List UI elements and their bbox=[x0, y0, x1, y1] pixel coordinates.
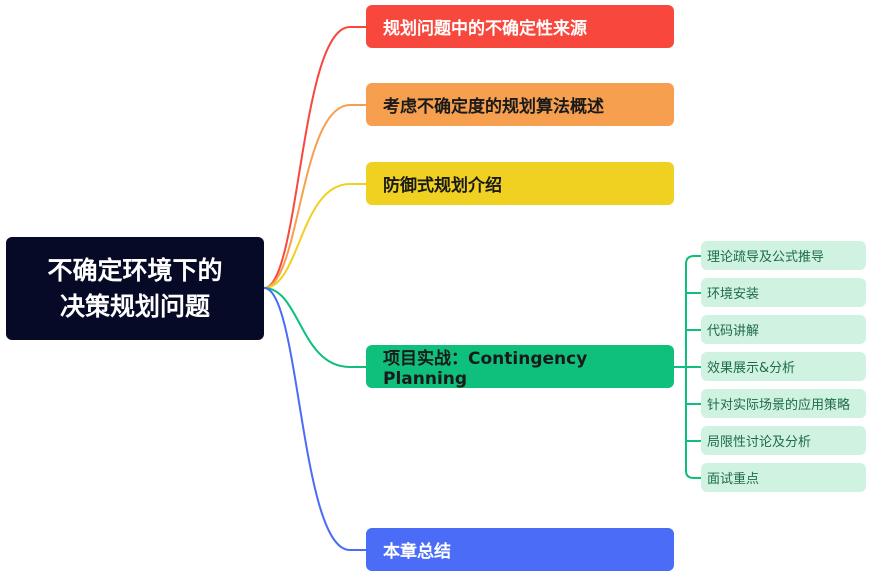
root-node[interactable]: 不确定环境下的 决策规划问题 bbox=[6, 237, 264, 340]
subitem-label: 环境安装 bbox=[707, 287, 760, 302]
connector-branch-5 bbox=[263, 287, 366, 551]
branch-label: 项目实战：Contingency Planning bbox=[383, 349, 588, 389]
connector-branch-4 bbox=[263, 287, 366, 368]
subitem-node[interactable]: 环境安装 bbox=[701, 278, 866, 307]
subitem-node[interactable]: 针对实际场景的应用策略 bbox=[701, 389, 866, 418]
connector-branch-1 bbox=[263, 26, 366, 289]
connector-branch-3 bbox=[263, 183, 366, 289]
subitem-label: 针对实际场景的应用策略 bbox=[707, 398, 851, 413]
root-title-line2: 决策规划问题 bbox=[59, 291, 210, 321]
branch-label: 防御式规划介绍 bbox=[383, 176, 502, 196]
subitem-node[interactable]: 面试重点 bbox=[701, 463, 866, 492]
subitem-label: 面试重点 bbox=[707, 472, 760, 487]
connector-branch-2 bbox=[263, 104, 366, 289]
branch-node-algorithm-overview[interactable]: 考虑不确定度的规划算法概述 bbox=[366, 83, 674, 126]
subitem-node[interactable]: 理论疏导及公式推导 bbox=[701, 241, 866, 270]
subitem-label: 理论疏导及公式推导 bbox=[707, 250, 825, 265]
branch-label: 考虑不确定度的规划算法概述 bbox=[383, 97, 604, 117]
branch-node-uncertainty-sources[interactable]: 规划问题中的不确定性来源 bbox=[366, 5, 674, 48]
subitem-label: 代码讲解 bbox=[707, 324, 760, 339]
subitem-node[interactable]: 代码讲解 bbox=[701, 315, 866, 344]
subitem-node[interactable]: 局限性讨论及分析 bbox=[701, 426, 866, 455]
branch-node-project-practice[interactable]: 项目实战：Contingency Planning bbox=[366, 345, 674, 389]
branch-label: 规划问题中的不确定性来源 bbox=[383, 19, 587, 39]
branch-label: 本章总结 bbox=[383, 542, 451, 562]
root-title-line1: 不确定环境下的 bbox=[47, 255, 223, 285]
subitem-label: 局限性讨论及分析 bbox=[707, 435, 812, 450]
subitem-node[interactable]: 效果展示&分析 bbox=[701, 352, 866, 381]
branch-node-chapter-summary[interactable]: 本章总结 bbox=[366, 528, 674, 571]
subitem-label: 效果展示&分析 bbox=[707, 361, 796, 376]
branch-node-defensive-planning[interactable]: 防御式规划介绍 bbox=[366, 162, 674, 205]
